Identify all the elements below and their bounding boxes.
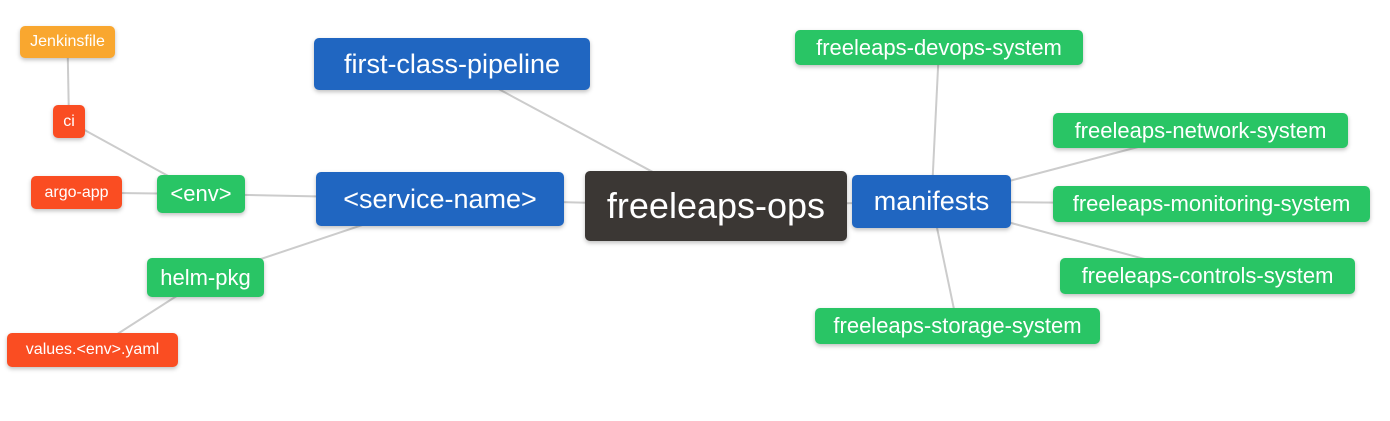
node-env[interactable]: <env> [157, 175, 245, 213]
node-freeleaps-devops-system[interactable]: freeleaps-devops-system [795, 30, 1083, 65]
node-freeleaps-storage-system[interactable]: freeleaps-storage-system [815, 308, 1100, 344]
node-freeleaps-controls-system[interactable]: freeleaps-controls-system [1060, 258, 1355, 294]
node-freeleaps-ops[interactable]: freeleaps-ops [585, 171, 847, 241]
node-service-name[interactable]: <service-name> [316, 172, 564, 226]
node-first-class-pipeline[interactable]: first-class-pipeline [314, 38, 590, 90]
node-argo-app[interactable]: argo-app [31, 176, 122, 209]
node-ci[interactable]: ci [53, 105, 85, 138]
node-values-env-yaml[interactable]: values.<env>.yaml [7, 333, 178, 367]
node-freeleaps-network-system[interactable]: freeleaps-network-system [1053, 113, 1348, 148]
node-jenkinsfile[interactable]: Jenkinsfile [20, 26, 115, 58]
node-helm-pkg[interactable]: helm-pkg [147, 258, 264, 297]
node-manifests[interactable]: manifests [852, 175, 1011, 228]
node-freeleaps-monitoring-system[interactable]: freeleaps-monitoring-system [1053, 186, 1370, 222]
